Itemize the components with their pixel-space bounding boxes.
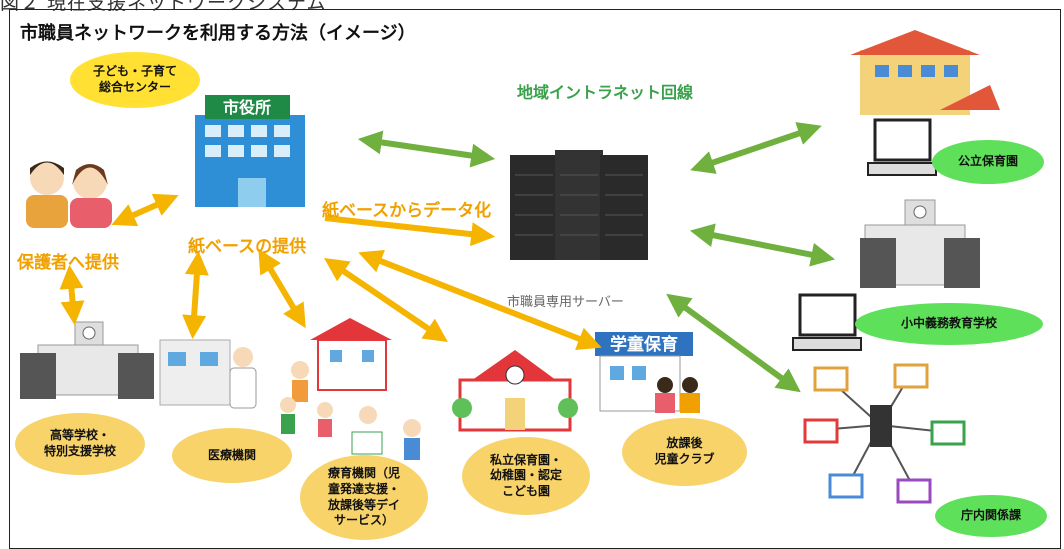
bubble-public-nursery: 公立保育園 xyxy=(932,140,1044,184)
gakudo-sign: 学童保育 xyxy=(610,334,678,355)
cut-off-figure-title: 図２ 現在支援ネットワークシステム xyxy=(0,0,327,14)
bubble-schools: 小中義務教育学校 xyxy=(855,303,1043,345)
office-network-icon xyxy=(803,363,966,504)
bubble-after-school: 放課後 児童クラブ xyxy=(622,418,747,486)
computer-icon-2 xyxy=(792,293,862,351)
orange-arrows xyxy=(59,193,602,351)
green-arrows xyxy=(357,122,836,393)
medical-clinic-icon xyxy=(159,339,257,409)
bubble-child-center: 子ども・子育て 総合センター xyxy=(70,52,200,108)
school-building-icon xyxy=(860,199,980,288)
bubble-medical: 医療機関 xyxy=(172,428,292,483)
computer-icon xyxy=(867,118,937,176)
diagram-title: 市職員ネットワークを利用する方法（イメージ） xyxy=(20,23,416,44)
gakudo-building-icon xyxy=(595,332,700,413)
paper-provision-label: 紙ベースの提供 xyxy=(188,237,307,257)
server-label: 市職員専用サーバー xyxy=(507,295,624,310)
guardian-provision-label: 保護者へ提供 xyxy=(17,253,119,273)
bubble-private-nursery: 私立保育園・ 幼稚園・認定 こども園 xyxy=(462,437,590,515)
high-school-icon xyxy=(20,321,154,399)
server-rack-icon xyxy=(510,150,648,260)
intranet-label: 地域イントラネット回線 xyxy=(517,83,694,102)
therapy-facility-icon xyxy=(280,318,421,460)
bubble-departments: 庁内関係課 xyxy=(935,495,1047,537)
private-nursery-icon xyxy=(452,350,578,432)
city-hall-sign: 市役所 xyxy=(223,98,271,117)
bubble-high-school: 高等学校・ 特別支援学校 xyxy=(15,413,145,475)
bubble-therapy: 療育機関（児 童発達支援・ 放課後等デイ サービス） xyxy=(300,455,428,540)
public-nursery-icon xyxy=(850,30,1000,115)
parents-icon xyxy=(26,161,112,228)
paper-to-data-label: 紙ベースからデータ化 xyxy=(322,201,492,221)
city-hall-icon xyxy=(195,95,305,207)
